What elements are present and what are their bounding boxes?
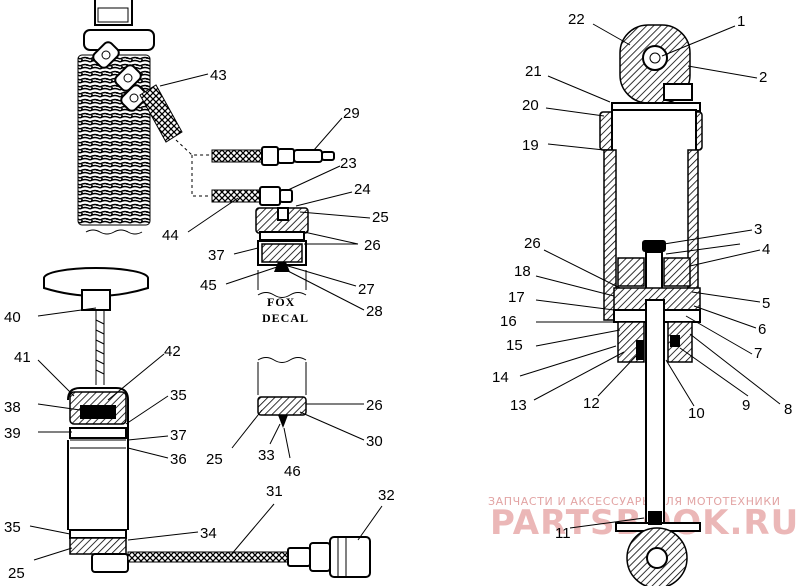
main-shock-assembly: [599, 24, 703, 586]
decal-line-2: DECAL: [262, 311, 309, 325]
callout-26b: 26: [366, 397, 383, 414]
callout-20: 20: [522, 97, 539, 114]
callout-21: 21: [525, 63, 542, 80]
callout-36: 36: [170, 451, 187, 468]
callout-37a: 37: [208, 247, 225, 264]
callout-42: 42: [164, 343, 181, 360]
callout-35b: 35: [4, 519, 21, 536]
callout-40: 40: [4, 309, 21, 326]
callout-31: 31: [266, 483, 283, 500]
callout-5: 5: [762, 295, 770, 312]
callout-38: 38: [4, 399, 21, 416]
callout-45: 45: [200, 277, 217, 294]
pressure-cylinder: [67, 387, 129, 573]
callout-25a: 25: [372, 209, 389, 226]
callout-9: 9: [742, 397, 750, 414]
callout-43: 43: [210, 67, 227, 84]
callout-18: 18: [514, 263, 531, 280]
callout-37b: 37: [170, 427, 187, 444]
remote-hose: [127, 536, 371, 578]
callout-35a: 35: [170, 387, 187, 404]
decal-line-1: FOX: [267, 295, 295, 309]
watermark-caption: ЗАПЧАСТИ И АКСЕССУАРЫ ДЛЯ МОТОТЕХНИКИ: [488, 495, 781, 508]
callout-26c: 26: [524, 235, 541, 252]
callout-23: 23: [340, 155, 357, 172]
callout-25c: 25: [8, 565, 25, 582]
callout-12: 12: [583, 395, 600, 412]
callout-6: 6: [758, 321, 766, 338]
callout-19: 19: [522, 137, 539, 154]
fitting-29: [211, 146, 335, 166]
callout-16: 16: [500, 313, 517, 330]
callout-27: 27: [358, 281, 375, 298]
callout-1: 1: [737, 13, 745, 30]
callout-29: 29: [343, 105, 360, 122]
callout-10: 10: [688, 405, 705, 422]
callout-44: 44: [162, 227, 179, 244]
callout-25b: 25: [206, 451, 223, 468]
callout-32: 32: [378, 487, 395, 504]
callout-14: 14: [492, 369, 509, 386]
banjo-fittings: [92, 41, 148, 112]
coil-spring-assembly: [77, 0, 155, 235]
callout-24: 24: [354, 181, 371, 198]
callout-17: 17: [508, 289, 525, 306]
hose-43: [139, 84, 183, 143]
callout-46: 46: [284, 463, 301, 480]
callout-28: 28: [366, 303, 383, 320]
callout-39: 39: [4, 425, 21, 442]
callout-labels: 22 1 2 21 20 19 3 4 26 18 5 17 6 16 7 15…: [4, 11, 792, 582]
fitting-23: [211, 186, 293, 206]
callout-13: 13: [510, 397, 527, 414]
callout-34: 34: [200, 525, 217, 542]
callout-26a: 26: [364, 237, 381, 254]
adjuster-knob: [43, 267, 149, 385]
callout-2: 2: [759, 69, 767, 86]
callout-8: 8: [784, 401, 792, 418]
callout-15: 15: [506, 337, 523, 354]
leader-lines: [29, 23, 781, 561]
reservoir-body: FOX DECAL: [255, 207, 309, 428]
callout-41: 41: [14, 349, 31, 366]
callout-3: 3: [754, 221, 762, 238]
callout-11: 11: [555, 525, 571, 542]
callout-4: 4: [762, 241, 770, 258]
callout-30: 30: [366, 433, 383, 450]
callout-22: 22: [568, 11, 585, 28]
callout-7: 7: [754, 345, 762, 362]
callout-33: 33: [258, 447, 275, 464]
